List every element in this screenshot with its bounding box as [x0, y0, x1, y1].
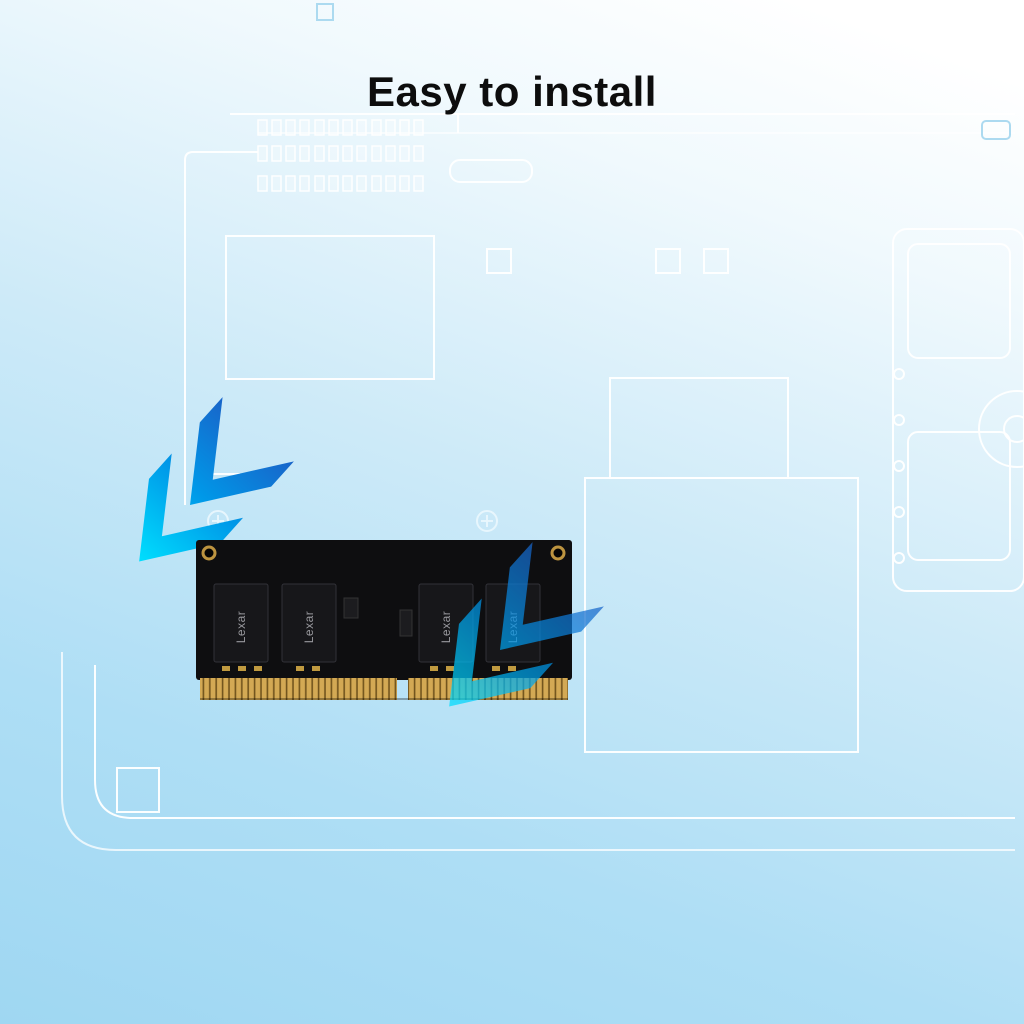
- blueprint-bottom-square: [116, 767, 160, 813]
- install-arrow-left: [139, 397, 294, 562]
- blueprint-module-rect-lower: [584, 477, 859, 753]
- blueprint-left-edge: [184, 151, 258, 505]
- blueprint-pad-row: [257, 145, 424, 162]
- chevron: [139, 453, 244, 562]
- blueprint-small-square: [703, 248, 729, 274]
- blueprint-pad-rows: [257, 119, 424, 192]
- chip-brand-label: Lexar: [234, 611, 248, 644]
- memory-chip: [281, 583, 337, 663]
- blueprint-bottom-edge-inner: [94, 665, 1015, 819]
- blueprint-fan-circle: [978, 390, 1024, 468]
- blueprint-component-rect: [225, 235, 435, 380]
- install-arrow-right: [449, 542, 604, 707]
- ram-screw-hole-right: [550, 545, 566, 561]
- motherboard-blueprint: [61, 3, 1024, 851]
- blueprint-pill: [449, 159, 533, 183]
- ram-pins-edge: [200, 698, 568, 700]
- blueprint-small-pill: [981, 120, 1011, 140]
- blueprint-small-square: [486, 248, 512, 274]
- blueprint-module-rect-upper: [609, 377, 789, 479]
- ram-screw-hole-left: [201, 545, 217, 561]
- blueprint-screw-holes: [893, 368, 905, 564]
- chip-brand-label: Lexar: [439, 611, 453, 644]
- screw-mark-right: [476, 510, 498, 532]
- blueprint-right-panel: [892, 228, 1024, 592]
- blueprint-bottom-edge-outer: [61, 652, 1015, 851]
- blueprint-right-panel-slot: [907, 243, 1011, 359]
- ram-pins-left: [200, 678, 397, 700]
- headline: Easy to install: [367, 68, 657, 115]
- blueprint-tiny-square: [316, 3, 334, 21]
- chevron: [500, 542, 604, 650]
- blueprint-pad-row: [257, 119, 424, 136]
- chevron: [449, 598, 554, 707]
- chip-brand-label: Lexar: [302, 611, 316, 644]
- blueprint-pad-row: [257, 175, 424, 192]
- blueprint-fan-hub: [1003, 415, 1024, 443]
- blueprint-right-panel-slot: [907, 431, 1011, 561]
- ram-passive-components: [222, 666, 516, 671]
- memory-chip: [213, 583, 269, 663]
- ram-spd-chip: [399, 609, 413, 637]
- ram-spd-chip: [343, 597, 359, 619]
- chevron: [190, 397, 294, 505]
- blueprint-small-square: [655, 248, 681, 274]
